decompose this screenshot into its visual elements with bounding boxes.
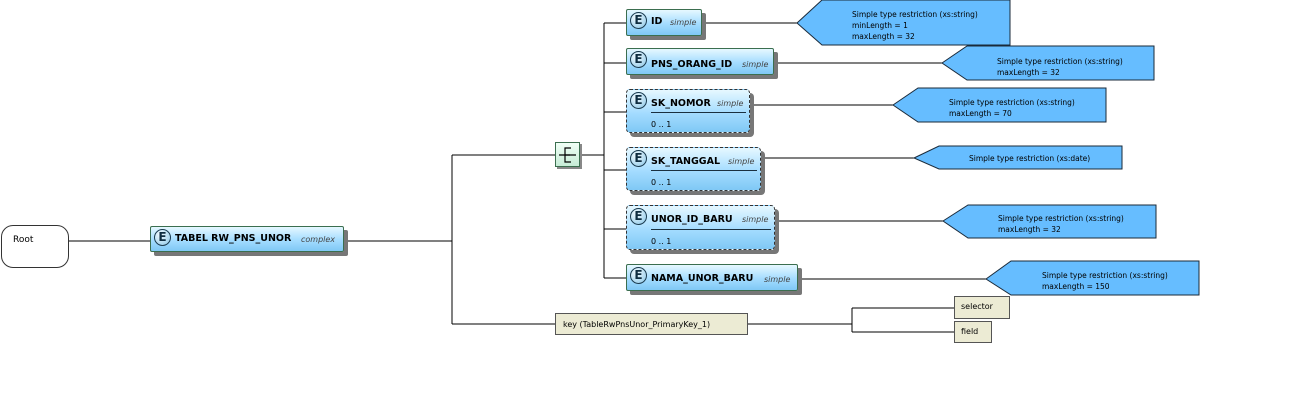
selector-node[interactable]: selector <box>954 296 1010 319</box>
restriction-text-pns-orang-id: Simple type restriction (xs:string) maxL… <box>997 57 1123 77</box>
element-type: simple <box>717 99 744 108</box>
restriction-shape-sk-tanggal <box>912 145 1123 170</box>
root-label: Root <box>13 235 34 245</box>
element-node-id[interactable]: E ID simple <box>626 9 702 36</box>
element-name: SK_TANGGAL <box>651 156 721 167</box>
element-node-nama-unor-baru[interactable]: E NAMA_UNOR_BARU simple <box>626 264 798 291</box>
element-occurs: 0 .. 1 <box>651 178 672 187</box>
element-occurs: 0 .. 1 <box>651 120 672 129</box>
element-name: UNOR_ID_BARU <box>651 214 733 225</box>
table-element-node[interactable]: E TABEL RW_PNS_UNOR complex <box>150 226 344 252</box>
restriction-shape-pns-orang-id <box>941 45 1155 81</box>
element-node-unor-id-baru[interactable]: E UNOR_ID_BARU simple 0 .. 1 <box>626 205 775 250</box>
restriction-shape-unor-id-baru <box>942 204 1157 239</box>
field-node[interactable]: field <box>954 321 992 343</box>
element-node-pns-orang-id[interactable]: E PNS_ORANG_ID simple <box>626 48 774 75</box>
element-name: NAMA_UNOR_BARU <box>651 273 754 284</box>
element-icon: E <box>630 208 647 225</box>
element-type: simple <box>742 60 769 69</box>
element-name: PNS_ORANG_ID <box>651 59 733 70</box>
element-type: simple <box>670 18 697 27</box>
root-node[interactable]: Root <box>1 225 69 268</box>
element-name: ID <box>651 16 663 27</box>
element-icon: E <box>630 51 647 68</box>
restriction-shape-id <box>796 0 1011 46</box>
element-icon: E <box>630 92 647 109</box>
element-type: simple <box>764 275 791 284</box>
element-type: simple <box>728 157 755 166</box>
element-separator <box>651 112 746 113</box>
element-occurs: 0 .. 1 <box>651 237 672 246</box>
element-type: simple <box>742 215 769 224</box>
table-element-type: complex <box>301 235 336 244</box>
restriction-shape-nama-unor-baru <box>985 260 1200 296</box>
table-element-name: TABEL RW_PNS_UNOR <box>175 233 292 244</box>
element-separator <box>651 229 771 230</box>
element-node-sk-nomor[interactable]: E SK_NOMOR simple 0 .. 1 <box>626 89 750 133</box>
element-separator <box>651 170 757 171</box>
restriction-text-sk-nomor: Simple type restriction (xs:string) maxL… <box>949 98 1075 118</box>
restriction-text-id: Simple type restriction (xs:string) minL… <box>852 10 978 41</box>
element-icon: E <box>630 12 647 29</box>
restriction-shape-sk-nomor <box>892 87 1107 123</box>
sequence-icon[interactable] <box>555 142 580 167</box>
element-name: SK_NOMOR <box>651 98 711 109</box>
element-icon: E <box>630 150 647 167</box>
element-node-sk-tanggal[interactable]: E SK_TANGGAL simple 0 .. 1 <box>626 147 761 191</box>
element-icon: E <box>630 267 647 284</box>
key-node[interactable]: key (TableRwPnsUnor_PrimaryKey_1) <box>555 313 748 335</box>
restriction-text-nama-unor-baru: Simple type restriction (xs:string) maxL… <box>1042 271 1168 291</box>
restriction-text-unor-id-baru: Simple type restriction (xs:string) maxL… <box>998 214 1124 234</box>
element-icon: E <box>154 229 171 246</box>
restriction-text-sk-tanggal: Simple type restriction (xs:date) <box>969 154 1091 163</box>
